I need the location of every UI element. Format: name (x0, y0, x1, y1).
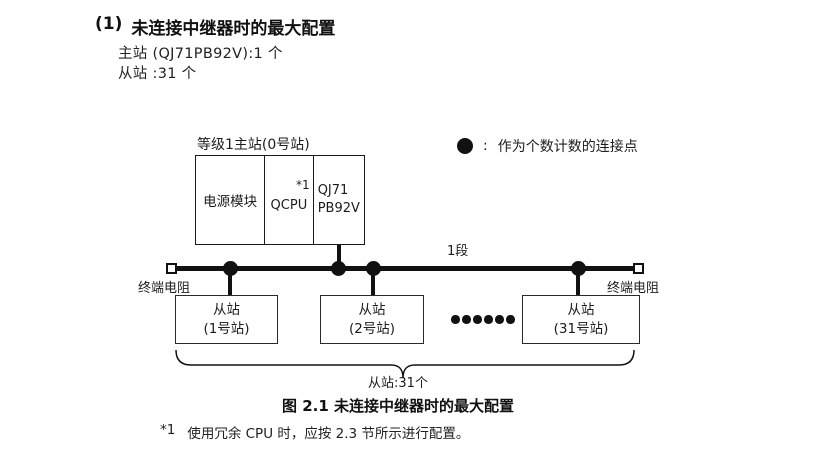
terminator-label-left: 终端电阻 (138, 281, 191, 296)
section-number: (1) (95, 14, 123, 34)
cpu-cell: *1 QCPU (265, 156, 314, 244)
section-title: 未连接中继器时的最大配置 (131, 19, 336, 39)
pb92v-cell: QJ71 PB92V (314, 156, 364, 244)
legend-text: 作为个数计数的连接点 (497, 139, 638, 155)
ellipsis-dots-icon (451, 315, 515, 324)
footnote: *1 使用冗余 CPU 时，应按 2.3 节所示进行配置。 (160, 422, 469, 442)
footnote-text: 使用冗余 CPU 时，应按 2.3 节所示进行配置。 (187, 426, 470, 442)
pb92v-label-line1: QJ71 (317, 183, 349, 199)
slave31-label-line1: 从站 (567, 302, 595, 319)
slave-count-text: 从站 :31 个 (118, 66, 197, 82)
slave1-label-line1: 从站 (213, 302, 240, 319)
slaves-brace (175, 349, 635, 379)
connection-dot-master (331, 261, 346, 276)
terminator-square-left-icon (166, 263, 177, 274)
slave31-label-line2: (31号站) (553, 320, 609, 337)
brace-label: 从站:31个 (368, 376, 428, 391)
slave2-label-line2: (2号站) (348, 320, 396, 337)
segment-label: 1段 (447, 244, 469, 259)
drop-line-slave1 (228, 268, 232, 296)
master-station-box: 电源模块 *1 QCPU QJ71 PB92V (195, 155, 365, 245)
power-module-cell: 电源模块 (196, 156, 266, 244)
legend-separator: : (483, 138, 488, 154)
slave-box-2: 从站 (2号站) (320, 295, 424, 344)
slave-box-31: 从站 (31号站) (522, 295, 640, 344)
drop-line-master (337, 245, 341, 268)
drop-line-slave31 (576, 268, 580, 296)
section-heading: (1) 未连接中继器时的最大配置 (95, 14, 335, 39)
cpu-footnote-marker: *1 (295, 178, 310, 192)
slave2-label-line1: 从站 (358, 302, 386, 319)
figure-caption: 图 2.1 未连接中继器时的最大配置 (281, 397, 515, 415)
slave1-label-line2: (1号站) (203, 320, 250, 337)
legend: : 作为个数计数的连接点 (457, 136, 638, 156)
terminator-label-right: 终端电阻 (607, 281, 660, 296)
connection-point-dot-icon (457, 138, 473, 154)
terminator-square-right-icon (633, 263, 644, 274)
cpu-label: QCPU (270, 197, 308, 213)
footnote-marker: *1 (160, 422, 176, 438)
pb92v-label-line2: PB92V (317, 201, 360, 216)
slave-box-1: 从站 (1号站) (175, 295, 278, 344)
drop-line-slave2 (371, 268, 375, 296)
bus-line (172, 266, 639, 271)
master-count-text: 主站 (QJ71PB92V):1 个 (118, 46, 283, 62)
master-station-label: 等级1主站(0号站) (197, 137, 310, 153)
